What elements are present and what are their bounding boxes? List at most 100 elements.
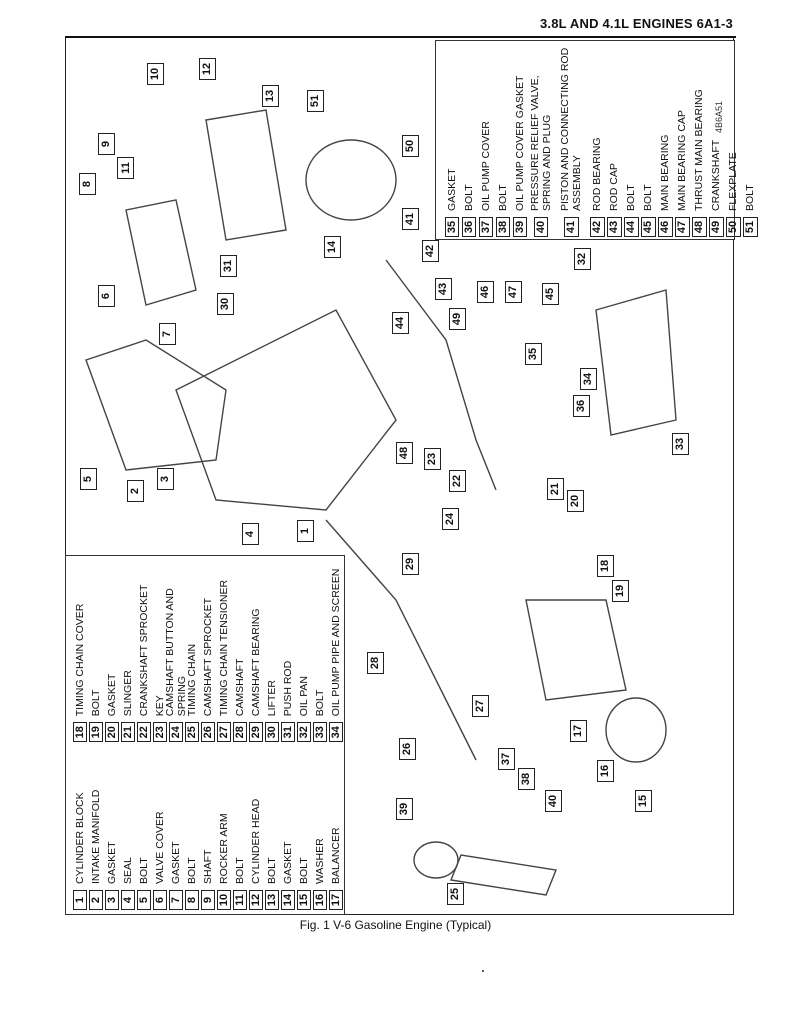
legend-label: BALANCER bbox=[329, 827, 342, 884]
legend-label: BOLT bbox=[265, 857, 278, 884]
legend-label: MAIN BEARING CAP bbox=[676, 110, 689, 211]
figure-frame bbox=[65, 38, 734, 915]
legend-label: BOLT bbox=[625, 184, 638, 211]
callout-22: 22 bbox=[449, 470, 466, 492]
legend-number: 18 bbox=[72, 722, 88, 743]
legend-number: 43 bbox=[606, 217, 622, 237]
legend-number: 5 bbox=[136, 890, 152, 910]
legend-label: PUSH ROD bbox=[281, 660, 294, 717]
callout-number: 7 bbox=[161, 330, 174, 338]
callout-17: 17 bbox=[570, 720, 587, 742]
legend-number: 22 bbox=[136, 722, 152, 743]
callout-4: 4 bbox=[242, 523, 259, 545]
intake-manifold-drawing bbox=[85, 339, 227, 471]
callout-47: 47 bbox=[505, 281, 522, 303]
legend-label: SLINGER bbox=[121, 670, 134, 717]
legend-number: 49 bbox=[708, 217, 724, 237]
callout-14: 14 bbox=[324, 236, 341, 258]
callout-number: 23 bbox=[426, 452, 439, 466]
callout-number: 46 bbox=[479, 285, 492, 299]
legend-label: OIL PUMP COVER GASKET bbox=[513, 75, 526, 211]
oil-filter-drawing bbox=[413, 841, 459, 879]
callout-26: 26 bbox=[399, 738, 416, 760]
crankshaft-drawing bbox=[385, 259, 497, 491]
legend-label: BOLT bbox=[642, 184, 655, 211]
legend-number: 24 bbox=[168, 722, 184, 743]
callout-34: 34 bbox=[580, 368, 597, 390]
callout-number: 22 bbox=[451, 474, 464, 488]
legend-number: 20 bbox=[104, 722, 120, 743]
callout-33: 33 bbox=[672, 433, 689, 455]
cylinder-head-drawing bbox=[205, 109, 287, 241]
callout-number: 41 bbox=[404, 212, 417, 226]
callout-3: 3 bbox=[157, 468, 174, 490]
callout-number: 5 bbox=[82, 475, 95, 483]
callout-36: 36 bbox=[573, 395, 590, 417]
legend-label: CAMSHAFT SPROCKET bbox=[201, 598, 214, 717]
legend-number: 35 bbox=[444, 217, 460, 237]
flexplate-drawing bbox=[305, 139, 397, 221]
callout-20: 20 bbox=[567, 490, 584, 512]
legend-item: 13 BOLT bbox=[264, 748, 280, 910]
legend-number: 13 bbox=[264, 890, 280, 910]
callout-number: 27 bbox=[474, 699, 487, 713]
legend-number: 9 bbox=[200, 890, 216, 910]
callout-35: 35 bbox=[525, 343, 542, 365]
legend-label: CAMSHAFT BUTTON AND SPRING bbox=[163, 588, 188, 717]
callout-number: 10 bbox=[149, 67, 162, 81]
callout-number: 11 bbox=[119, 162, 132, 174]
timing-cover-drawing bbox=[525, 599, 627, 701]
callout-51: 51 bbox=[307, 90, 324, 112]
callout-13: 13 bbox=[262, 85, 279, 107]
callout-number: 43 bbox=[437, 282, 450, 296]
legend-label: CYLINDER HEAD bbox=[249, 798, 262, 884]
legend-number: 45 bbox=[640, 217, 656, 237]
legend-number: 44 bbox=[623, 217, 639, 237]
callout-28: 28 bbox=[367, 652, 384, 674]
legend-label: BOLT bbox=[297, 857, 310, 884]
callout-5: 5 bbox=[80, 468, 97, 490]
callout-27: 27 bbox=[472, 695, 489, 717]
legend-number: 31 bbox=[280, 722, 296, 743]
callout-number: 12 bbox=[201, 62, 214, 76]
callout-32: 32 bbox=[574, 248, 591, 270]
legend-number: 4 bbox=[120, 890, 136, 910]
legend-number: 51 bbox=[742, 217, 758, 237]
callout-number: 2 bbox=[129, 487, 142, 495]
legend-number: 46 bbox=[657, 217, 673, 237]
callout-number: 17 bbox=[572, 724, 585, 738]
legend-label: BOLT bbox=[462, 184, 475, 211]
legend-label: PRESSURE RELIEF VALVE, SPRING AND PLUG bbox=[529, 75, 554, 211]
legend-number: 50 bbox=[725, 217, 741, 237]
legend-label: CAMSHAFT BEARING bbox=[249, 608, 262, 717]
legend-label: OIL PUMP PIPE AND SCREEN bbox=[329, 568, 342, 717]
callout-7: 7 bbox=[159, 323, 176, 345]
legend-number: 3 bbox=[104, 890, 120, 910]
callout-44: 44 bbox=[392, 312, 409, 334]
legend-number: 16 bbox=[312, 890, 328, 910]
callout-8: 8 bbox=[79, 173, 96, 195]
legend-label: SHAFT bbox=[201, 849, 214, 884]
header-rule bbox=[65, 36, 736, 38]
legend-number: 23 bbox=[152, 722, 168, 743]
figure-code: 4B6A51 bbox=[714, 100, 724, 133]
legend-label: ROCKER ARM bbox=[217, 813, 230, 884]
callout-number: 38 bbox=[520, 772, 533, 786]
